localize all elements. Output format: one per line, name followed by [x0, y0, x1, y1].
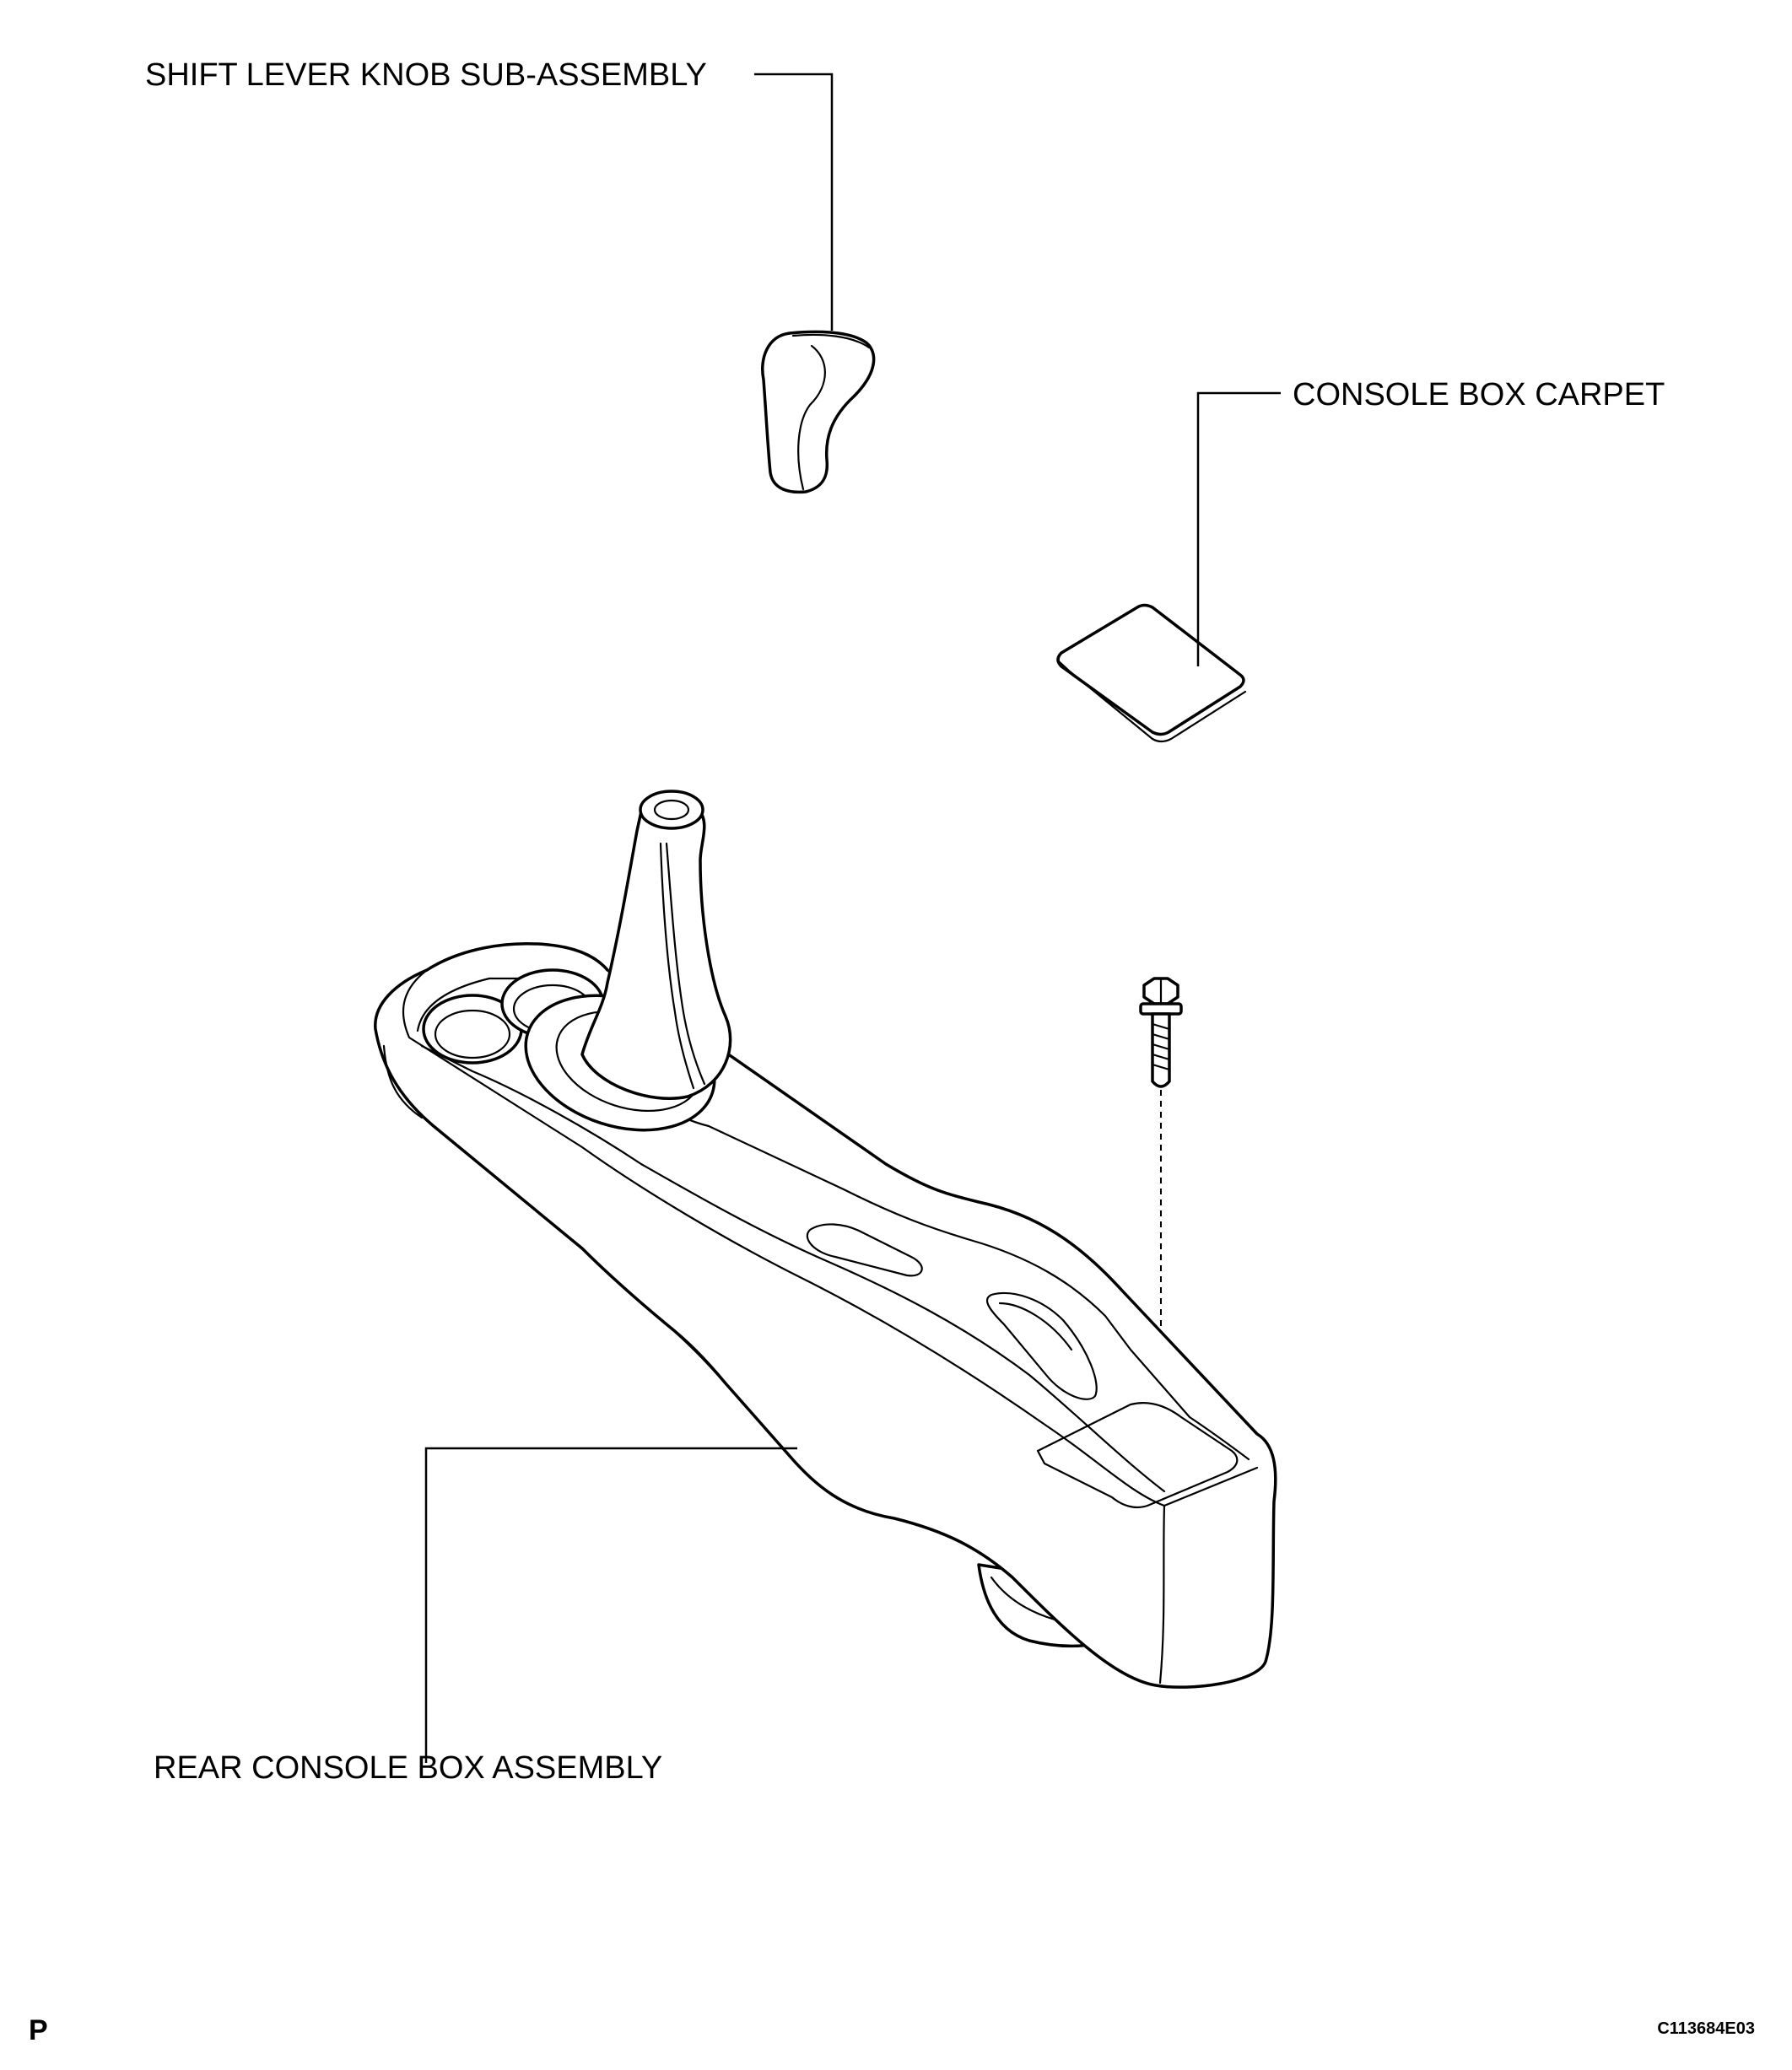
- console-box-carpet: [1056, 603, 1247, 743]
- rear-console-box: [374, 790, 1277, 1689]
- label-rear-console-box: REAR CONSOLE BOX ASSEMBLY: [154, 1750, 662, 1786]
- shift-lever-knob: [761, 330, 876, 494]
- rear-box-leader-line: [424, 1447, 797, 1763]
- figure-code: C113684E03: [1657, 2019, 1755, 2038]
- knob-leader-line: [754, 73, 834, 331]
- label-console-box-carpet: CONSOLE BOX CARPET: [1293, 377, 1665, 412]
- page-mark-p: P: [29, 2014, 48, 2046]
- carpet-leader-line: [1196, 391, 1281, 666]
- label-shift-lever-knob: SHIFT LEVER KNOB SUB-ASSEMBLY: [145, 57, 707, 93]
